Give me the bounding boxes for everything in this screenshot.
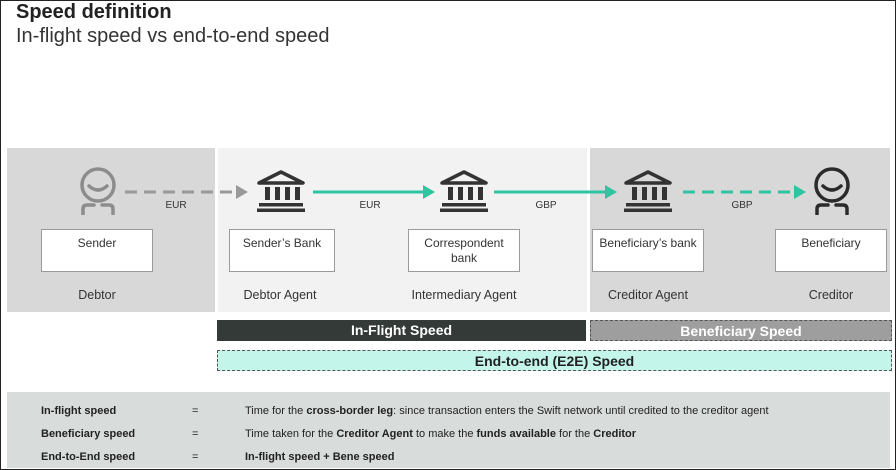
currency-label: EUR: [165, 200, 187, 211]
definition-description: Time taken for the Creditor Agent to mak…: [245, 428, 636, 440]
debtor-agent-caption: Debtor Agent: [243, 288, 317, 302]
inflight-speed-bar: In-Flight Speed: [217, 320, 586, 341]
definition-row: In-flight speed = Time for the cross-bor…: [7, 405, 890, 421]
bank-icon: [624, 170, 672, 212]
page-title: Speed definition: [16, 1, 172, 23]
description-emphasis: Creditor: [593, 428, 637, 440]
definition-row: Beneficiary speed = Time taken for the C…: [7, 428, 890, 444]
flow-arrow-gbp-dashed: [683, 185, 806, 199]
flow-arrow-eur-dashed: [125, 185, 248, 199]
definition-equals: =: [192, 451, 199, 463]
beneficiary-bank-box: Beneficiary’s bank: [592, 229, 704, 272]
correspondent-bank-box: Correspondent bank: [408, 229, 520, 272]
description-text: for the: [555, 428, 594, 440]
bank-icon: [257, 170, 305, 212]
person-icon: [814, 167, 850, 215]
definition-row: End-to-End speed = In-flight speed + Ben…: [7, 451, 890, 467]
debtor-caption: Debtor: [78, 288, 116, 302]
definition-equals: =: [192, 428, 199, 440]
flow-arrow-gbp-solid: [494, 185, 617, 199]
sender-bank-box: Sender’s Bank: [229, 229, 335, 272]
beneficiary-box: Beneficiary: [775, 229, 887, 272]
correspondent-bank-line1: Correspondent: [424, 236, 504, 250]
description-text: Time taken for the: [245, 428, 337, 440]
page-subtitle: In-flight speed vs end-to-end speed: [16, 25, 330, 47]
description-emphasis: cross-border leg: [306, 405, 394, 417]
description-text: Time for the: [245, 405, 307, 417]
currency-label: GBP: [535, 200, 557, 211]
flow-arrow-eur-solid: [313, 185, 435, 199]
currency-label: EUR: [359, 200, 381, 211]
sender-box: Sender: [41, 229, 153, 272]
description-emphasis: In-flight speed + Bene speed: [245, 451, 395, 463]
description-emphasis: funds available: [476, 428, 556, 440]
bank-icon: [440, 170, 488, 212]
currency-label: GBP: [731, 200, 753, 211]
definitions-legend: In-flight speed = Time for the cross-bor…: [7, 392, 890, 468]
correspondent-bank-line2: bank: [450, 251, 478, 265]
definition-term: In-flight speed: [41, 405, 117, 417]
definition-description: Time for the cross-border leg: since tra…: [245, 405, 769, 417]
person-icon: [80, 167, 116, 215]
definition-term: End-to-End speed: [41, 451, 136, 463]
intermediary-agent-caption: Intermediary Agent: [411, 288, 517, 302]
definition-description: In-flight speed + Bene speed: [245, 451, 394, 463]
creditor-agent-caption: Creditor Agent: [608, 288, 688, 302]
description-emphasis: Creditor Agent: [336, 428, 413, 440]
definition-equals: =: [192, 405, 199, 417]
description-text: to make the: [412, 428, 477, 440]
beneficiary-speed-bar: Beneficiary Speed: [590, 320, 892, 341]
creditor-caption: Creditor: [808, 288, 854, 302]
e2e-speed-bar: End-to-end (E2E) Speed: [217, 350, 892, 371]
description-text: : since transaction enters the Swift net…: [393, 405, 769, 417]
definition-term: Beneficiary speed: [41, 428, 136, 440]
